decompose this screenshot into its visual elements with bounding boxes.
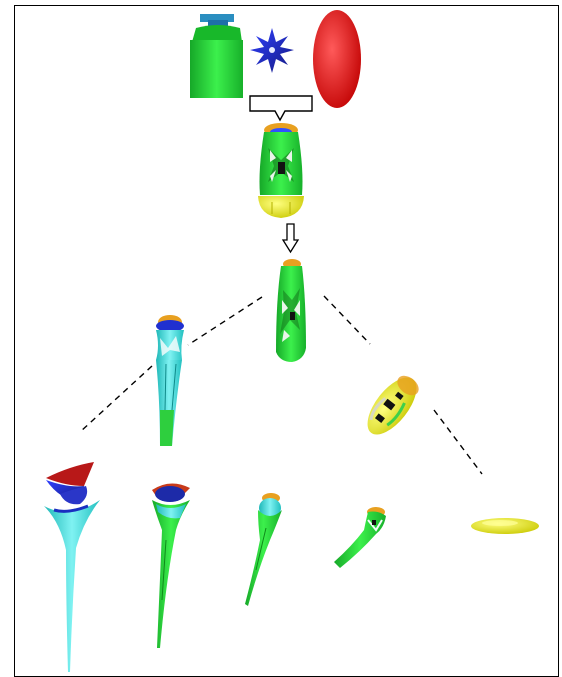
weight-shape-icon bbox=[190, 14, 243, 98]
leaf-shape-4 bbox=[334, 507, 386, 568]
down-arrow-icon bbox=[283, 224, 298, 252]
leaf-shape-5 bbox=[471, 518, 539, 534]
connector-root-right bbox=[324, 296, 370, 344]
tree-right-shape bbox=[358, 369, 425, 442]
merge-arrow-icon bbox=[250, 96, 312, 120]
connector-root-left bbox=[188, 297, 262, 345]
connector-left-leaf bbox=[80, 366, 152, 432]
tree-left-shape bbox=[156, 315, 184, 446]
tree-root-shape bbox=[276, 259, 306, 362]
connector-right-leaf bbox=[434, 410, 482, 474]
leaf-shape-1 bbox=[44, 462, 100, 672]
star-shape-icon bbox=[250, 28, 294, 73]
blended-shape bbox=[258, 123, 304, 218]
leaf-shape-3 bbox=[245, 493, 282, 606]
ellipsoid-shape-icon bbox=[313, 10, 361, 108]
leaf-shape-2 bbox=[152, 483, 190, 648]
